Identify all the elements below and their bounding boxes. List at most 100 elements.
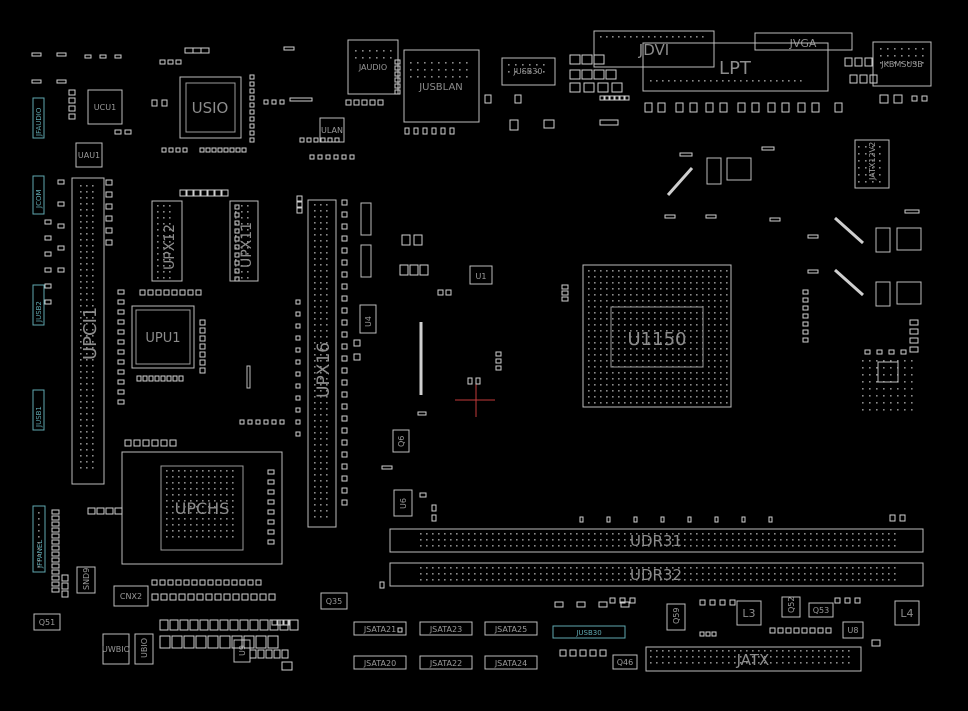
- pin-dot: [662, 80, 664, 82]
- pin-dot: [734, 656, 736, 658]
- pin-dot: [431, 76, 433, 78]
- pin-dot: [890, 388, 892, 390]
- pin-dot: [708, 545, 710, 547]
- pin-dot: [690, 545, 692, 547]
- pin-dot: [636, 336, 638, 338]
- pin-dot: [92, 395, 94, 397]
- pin-dot: [869, 367, 871, 369]
- pin-dot: [166, 530, 168, 532]
- pin-dot: [666, 312, 668, 314]
- pin-dot: [588, 342, 590, 344]
- pin-dot: [738, 545, 740, 547]
- pin-dot: [486, 579, 488, 581]
- pin-dot: [320, 396, 322, 398]
- pin-dot: [714, 288, 716, 290]
- pin-dot: [776, 656, 778, 658]
- pin-dot: [822, 545, 824, 547]
- pad: [117, 389, 125, 395]
- pin-dot: [86, 305, 88, 307]
- pad: [341, 223, 348, 230]
- pin-dot: [546, 573, 548, 575]
- pin-dot: [624, 384, 626, 386]
- pin-dot: [588, 396, 590, 398]
- pad: [196, 593, 204, 601]
- pad: [105, 179, 113, 186]
- pad: [777, 627, 784, 634]
- pad: [876, 349, 883, 355]
- pin-dot: [172, 476, 174, 478]
- pin-dot: [828, 545, 830, 547]
- pin-dot: [92, 251, 94, 253]
- pad: [234, 228, 240, 234]
- pin-dot: [326, 438, 328, 440]
- pin-dot: [462, 573, 464, 575]
- pin-dot: [163, 265, 165, 267]
- u6-component: U6: [393, 489, 413, 517]
- pin-dot: [684, 330, 686, 332]
- pin-dot: [650, 656, 652, 658]
- pin-dot: [770, 80, 772, 82]
- pin-dot: [734, 80, 736, 82]
- pin-dot: [660, 384, 662, 386]
- pin-dot: [606, 354, 608, 356]
- pad: [117, 339, 125, 345]
- pin-dot: [630, 288, 632, 290]
- pin-dot: [648, 366, 650, 368]
- pad: [295, 335, 301, 341]
- pin-dot: [702, 348, 704, 350]
- pin-dot: [438, 69, 440, 71]
- pin-dot: [86, 407, 88, 409]
- pin-dot: [654, 539, 656, 541]
- pin-dot: [320, 492, 322, 494]
- pin-dot: [208, 512, 210, 514]
- pin-dot: [702, 360, 704, 362]
- pin-dot: [816, 539, 818, 541]
- pin-dot: [588, 300, 590, 302]
- pin-dot: [480, 567, 482, 569]
- pin-dot: [320, 306, 322, 308]
- pin-dot: [654, 348, 656, 350]
- pin-dot: [314, 324, 316, 326]
- pin-dot: [157, 259, 159, 261]
- pin-dot: [452, 76, 454, 78]
- pin-dot: [504, 533, 506, 535]
- pin-dot: [570, 567, 572, 569]
- pin-dot: [870, 533, 872, 535]
- pin-dot: [169, 205, 171, 207]
- pin-dot: [606, 545, 608, 547]
- pad: [854, 57, 863, 67]
- pin-dot: [904, 409, 906, 411]
- pin-dot: [690, 366, 692, 368]
- pad: [259, 593, 267, 601]
- pin-dot: [678, 294, 680, 296]
- pin-dot: [708, 533, 710, 535]
- pin-dot: [432, 533, 434, 535]
- pin-dot: [600, 573, 602, 575]
- pin-dot: [666, 402, 668, 404]
- pin-dot: [690, 378, 692, 380]
- pin-dot: [38, 524, 40, 526]
- pin-dot: [157, 217, 159, 219]
- jsata24-port: JSATA24: [484, 655, 538, 670]
- pin-dot: [166, 494, 168, 496]
- pad: [279, 99, 285, 105]
- pin-dot: [314, 414, 316, 416]
- q6-component: Q6: [392, 429, 410, 453]
- pad: [699, 631, 705, 637]
- pad: [611, 82, 623, 93]
- pin-dot: [684, 366, 686, 368]
- svg-text:JUSBLAN: JUSBLAN: [418, 82, 463, 93]
- pin-dot: [690, 573, 692, 575]
- pin-dot: [92, 461, 94, 463]
- pad: [394, 77, 401, 83]
- pin-dot: [606, 348, 608, 350]
- pin-dot: [92, 281, 94, 283]
- pin-dot: [326, 378, 328, 380]
- pad: [267, 489, 275, 495]
- jusb3-top-connector: JUSB30: [501, 57, 556, 86]
- pin-dot: [157, 235, 159, 237]
- pin-dot: [702, 372, 704, 374]
- pad: [259, 619, 269, 631]
- pin-dot: [235, 277, 237, 279]
- pin-dot: [612, 545, 614, 547]
